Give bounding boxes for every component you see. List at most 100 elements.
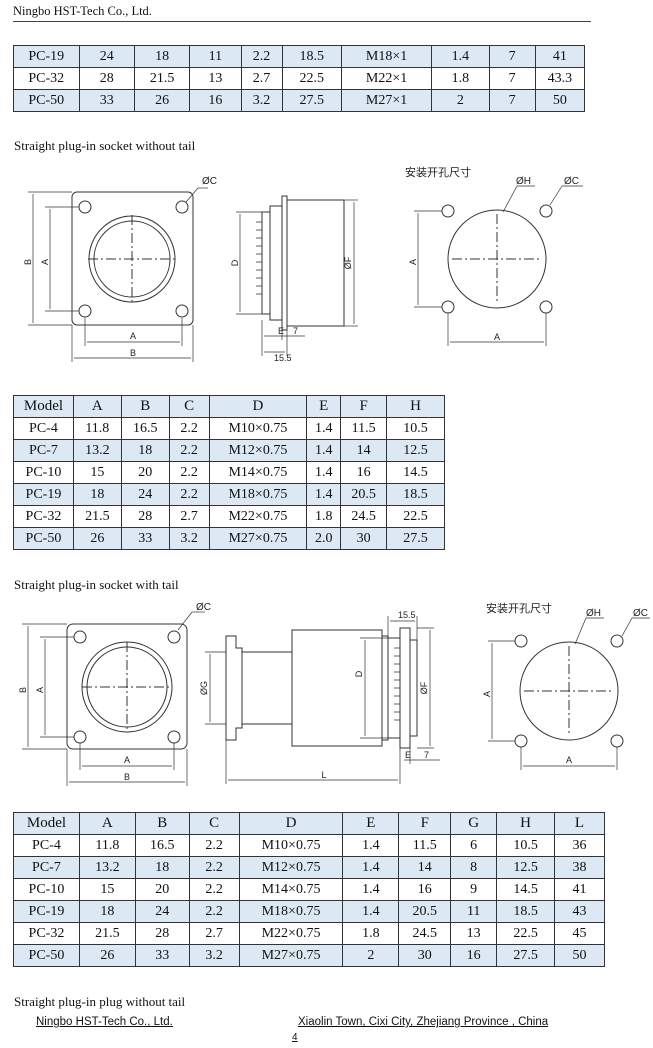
dim2-7: 7 (424, 750, 429, 760)
table-cell: 21.5 (133, 67, 191, 90)
dim2-a-cutout-horizontal: A (566, 755, 572, 765)
dim2-og: ØG (199, 681, 209, 695)
table-cell: 30 (340, 527, 388, 550)
table-header-cell: Model (13, 395, 74, 418)
table-cell: 2 (342, 944, 400, 967)
table-cell: 21.5 (78, 922, 136, 945)
dim2-a-cutout-vertical: A (482, 691, 492, 697)
table-cell: 28 (78, 67, 135, 90)
dim-d: D (230, 259, 240, 266)
table-cell: 11 (450, 900, 498, 923)
table-cell: M12×0.75 (238, 856, 344, 879)
table-header-cell: C (168, 395, 210, 418)
cutout-hole (447, 209, 547, 309)
table-cell: 20 (120, 461, 170, 484)
dim-a-cutout-horizontal: A (494, 332, 500, 342)
table-header-cell: H (496, 812, 556, 835)
table-cell: M14×0.75 (208, 461, 308, 484)
table-cell: 13.2 (78, 856, 136, 879)
table-cell: PC-32 (13, 922, 80, 945)
table-header-cell: B (134, 812, 190, 835)
table-cell: 27.5 (386, 527, 445, 550)
table-cell: M18×0.75 (208, 483, 308, 506)
header-company: Ningbo HST-Tech Co., Ltd. (13, 4, 152, 18)
table-cell: M14×0.75 (238, 878, 344, 901)
table-cell: 18 (78, 900, 136, 923)
table-cell: M27×0.75 (238, 944, 344, 967)
header-rule (13, 21, 591, 22)
table-cell: PC-10 (13, 878, 80, 901)
table-cell: PC-32 (13, 505, 74, 528)
table-cell: 20.5 (340, 483, 388, 506)
table-cell: M22×1 (340, 67, 433, 90)
table-cell: 1.4 (431, 45, 490, 68)
dim-15-5: 15.5 (274, 353, 292, 363)
table-cell: 26 (72, 527, 122, 550)
table-cell: 3.2 (240, 89, 283, 112)
table-cell: PC-4 (13, 834, 80, 857)
table-cell: M10×0.75 (208, 417, 308, 440)
table-header-cell: F (398, 812, 452, 835)
table-cell: 18 (133, 45, 191, 68)
table-cell: 26 (78, 944, 136, 967)
dim-of: ØF (343, 256, 353, 269)
dim-e: E (278, 326, 284, 336)
dim2-a-vertical: A (35, 687, 45, 693)
table-cell: 26 (133, 89, 191, 112)
dim-b-horizontal: B (130, 348, 136, 358)
dim2-oc: ØC (196, 602, 211, 613)
table-cell: M27×0.75 (208, 527, 308, 550)
table-cell: 2.2 (168, 483, 210, 506)
table-cell: 33 (134, 944, 190, 967)
table-cell: 2.2 (240, 45, 283, 68)
cutout2-label: 安装开孔尺寸 (486, 601, 552, 615)
table-cell: 14 (398, 856, 452, 879)
table-cell: 1.4 (342, 856, 400, 879)
dim2-oc-cutout: ØC (633, 608, 648, 619)
table-cell: 11.5 (340, 417, 388, 440)
table-cell: 27.5 (281, 89, 342, 112)
table-cell: 10.5 (386, 417, 445, 440)
table-cell: 36 (554, 834, 605, 857)
table-cell: 50 (534, 89, 586, 112)
table-cell: 2 (431, 89, 490, 112)
table-header-cell: C (188, 812, 240, 835)
table-cell: 16.5 (134, 834, 190, 857)
table-cell: 2.2 (188, 878, 240, 901)
table-cell: 1.4 (342, 834, 400, 857)
table-cell: PC-7 (13, 856, 80, 879)
page-number: 4 (292, 1032, 298, 1043)
table-cell: PC-19 (13, 483, 74, 506)
table-cell: 24 (134, 900, 190, 923)
table-cell: 15 (78, 878, 136, 901)
socket-flange-front (71, 191, 194, 326)
table-cell: 28 (134, 922, 190, 945)
dim2-b-vertical: B (18, 687, 28, 693)
table-cell: 18.5 (386, 483, 445, 506)
table-cell: 33 (120, 527, 170, 550)
table-header-cell: E (342, 812, 400, 835)
table-cell: 16 (189, 89, 242, 112)
table-cell: 20 (134, 878, 190, 901)
table-header-cell: H (386, 395, 445, 418)
section1-title: Straight plug-in socket without tail (14, 138, 196, 153)
section2-title: Straight plug-in socket with tail (14, 577, 179, 592)
table-cell: 33 (78, 89, 135, 112)
table-cell: 7 (488, 89, 536, 112)
footer-company: Ningbo HST-Tech Co., Ltd. (36, 1016, 173, 1028)
table-cell: 18 (72, 483, 122, 506)
table-header-cell: Model (13, 812, 80, 835)
cutout-label: 安装开孔尺寸 (405, 165, 471, 179)
table-cell: 2.7 (188, 922, 240, 945)
table-cell: 2.2 (188, 900, 240, 923)
table-cell: 3.2 (168, 527, 210, 550)
table-cell: 22.5 (496, 922, 556, 945)
